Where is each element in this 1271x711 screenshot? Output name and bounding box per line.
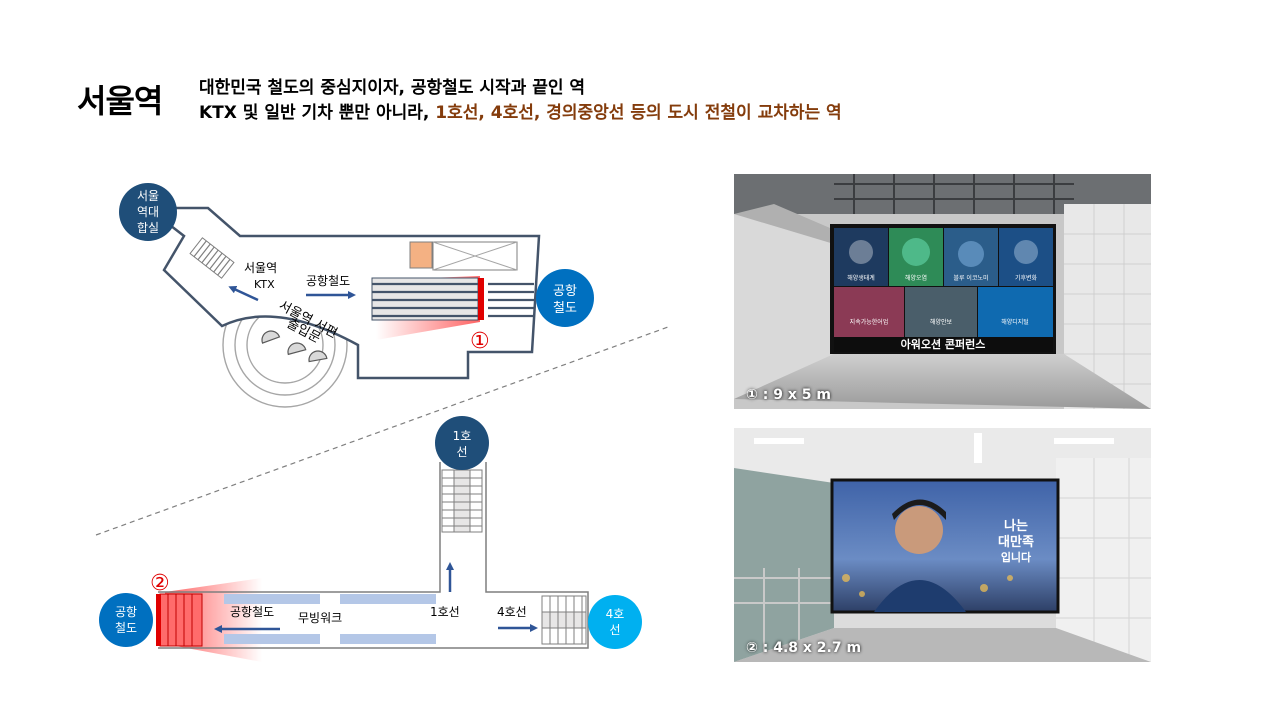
escalator-airport xyxy=(371,277,479,321)
photo-2-image: 나는 대만족 입니다 xyxy=(734,428,1151,662)
lower-concourse-map: 1호선 4호선 공항철도 무빙워크 ② 1호 선 4호 선 공항 철도 xyxy=(99,416,642,662)
photo-2-caption: ② : 4.8 x 2.7 m xyxy=(746,640,862,656)
badge-line1-text-1: 1호 xyxy=(453,429,472,443)
description-highlight: 1호선, 4호선, 경의중앙선 등의 도시 전철이 교차하는 역 xyxy=(435,103,842,123)
badge-line4-text-1: 4호 xyxy=(606,607,625,621)
screen-2-text-1: 나는 xyxy=(1004,518,1028,534)
station-map-diagram: 서울역 KTX 공항철도 서울역 서편 출입문 ① 서울 역대 합실 공항 철도 xyxy=(95,183,669,662)
label-line4: 4호선 xyxy=(497,605,527,619)
photo-display-1: 해양생태계 해양오염 블루 이코노미 기후변화 지속가능한어업 해양안보 해양디… xyxy=(734,174,1151,409)
badge-hall-text-2: 역대 xyxy=(137,205,159,219)
badge-station-hall xyxy=(119,183,177,241)
badge-line4-text-2: 선 xyxy=(609,623,620,637)
station-description-line2: KTX 및 일반 기차 뿐만 아니라, 1호선, 4호선, 경의중앙선 등의 도… xyxy=(199,98,842,123)
escalator-airport-lower xyxy=(159,593,203,647)
badge-airport-upper-text-1: 공항 xyxy=(553,284,577,299)
badge-airport-upper-text-2: 철도 xyxy=(553,301,577,316)
badge-hall-text-3: 합실 xyxy=(137,221,159,235)
badge-airport-rail-upper xyxy=(536,269,594,327)
photo-1-caption: ① : 9 x 5 m xyxy=(746,387,831,403)
upper-concourse-map: 서울역 KTX 공항철도 서울역 서편 출입문 ① 서울 역대 합실 공항 철도 xyxy=(119,183,594,408)
badge-airport-lower-text-1: 공항 xyxy=(115,605,137,619)
label-ktx: KTX xyxy=(254,278,275,291)
lower-corridor-outline xyxy=(158,462,589,649)
exit-doors xyxy=(261,330,328,363)
marker-2: ② xyxy=(150,571,170,596)
station-title: 서울역 xyxy=(77,82,163,120)
tile-label-4: 기후변화 xyxy=(1015,274,1038,282)
badge-line1-text-2: 선 xyxy=(456,445,467,459)
tile-label-5: 지속가능한어업 xyxy=(850,318,889,326)
arrow-to-ktx xyxy=(228,286,259,302)
screen-2-text-2: 대만족 xyxy=(998,534,1034,550)
screen-2-text-3: 입니다 xyxy=(1001,550,1032,564)
tile-label-2: 해양오염 xyxy=(905,274,927,282)
tile-label-6: 해양안보 xyxy=(930,318,953,326)
tile-label-1: 해양생태계 xyxy=(847,274,875,282)
screen-1-banner: 아워오션 콘퍼런스 xyxy=(901,337,986,351)
label-line1: 1호선 xyxy=(430,605,460,619)
label-moving-walk: 무빙워크 xyxy=(298,611,342,625)
tile-label-7: 해양디지털 xyxy=(1001,318,1029,326)
stairs-to-hall xyxy=(189,237,235,279)
photo-display-2: 나는 대만족 입니다 ② : 4.8 x 2.7 m xyxy=(734,428,1151,662)
label-airport-rail-lower: 공항철도 xyxy=(230,605,274,619)
badge-line1 xyxy=(435,416,489,470)
screen-2-person xyxy=(895,506,943,554)
screen-1-tiles xyxy=(834,228,1053,352)
station-description-line1: 대한민국 철도의 중심지이자, 공항철도 시작과 끝인 역 xyxy=(199,78,586,98)
label-seoul-station: 서울역 xyxy=(244,261,277,275)
badge-hall-text-1: 서울 xyxy=(137,189,159,203)
marker-1: ① xyxy=(470,329,490,354)
tile-label-3: 블루 이코노미 xyxy=(953,274,988,282)
section-divider xyxy=(95,326,669,536)
badge-airport-rail-lower xyxy=(99,593,153,647)
badge-line4 xyxy=(588,595,642,649)
label-airport-rail-upper: 공항철도 xyxy=(306,274,350,288)
badge-airport-lower-text-2: 철도 xyxy=(115,621,137,635)
description-plain: KTX 및 일반 기차 뿐만 아니라, xyxy=(199,103,436,123)
photo-1-image: 해양생태계 해양오염 블루 이코노미 기후변화 지속가능한어업 해양안보 해양디… xyxy=(734,174,1151,409)
